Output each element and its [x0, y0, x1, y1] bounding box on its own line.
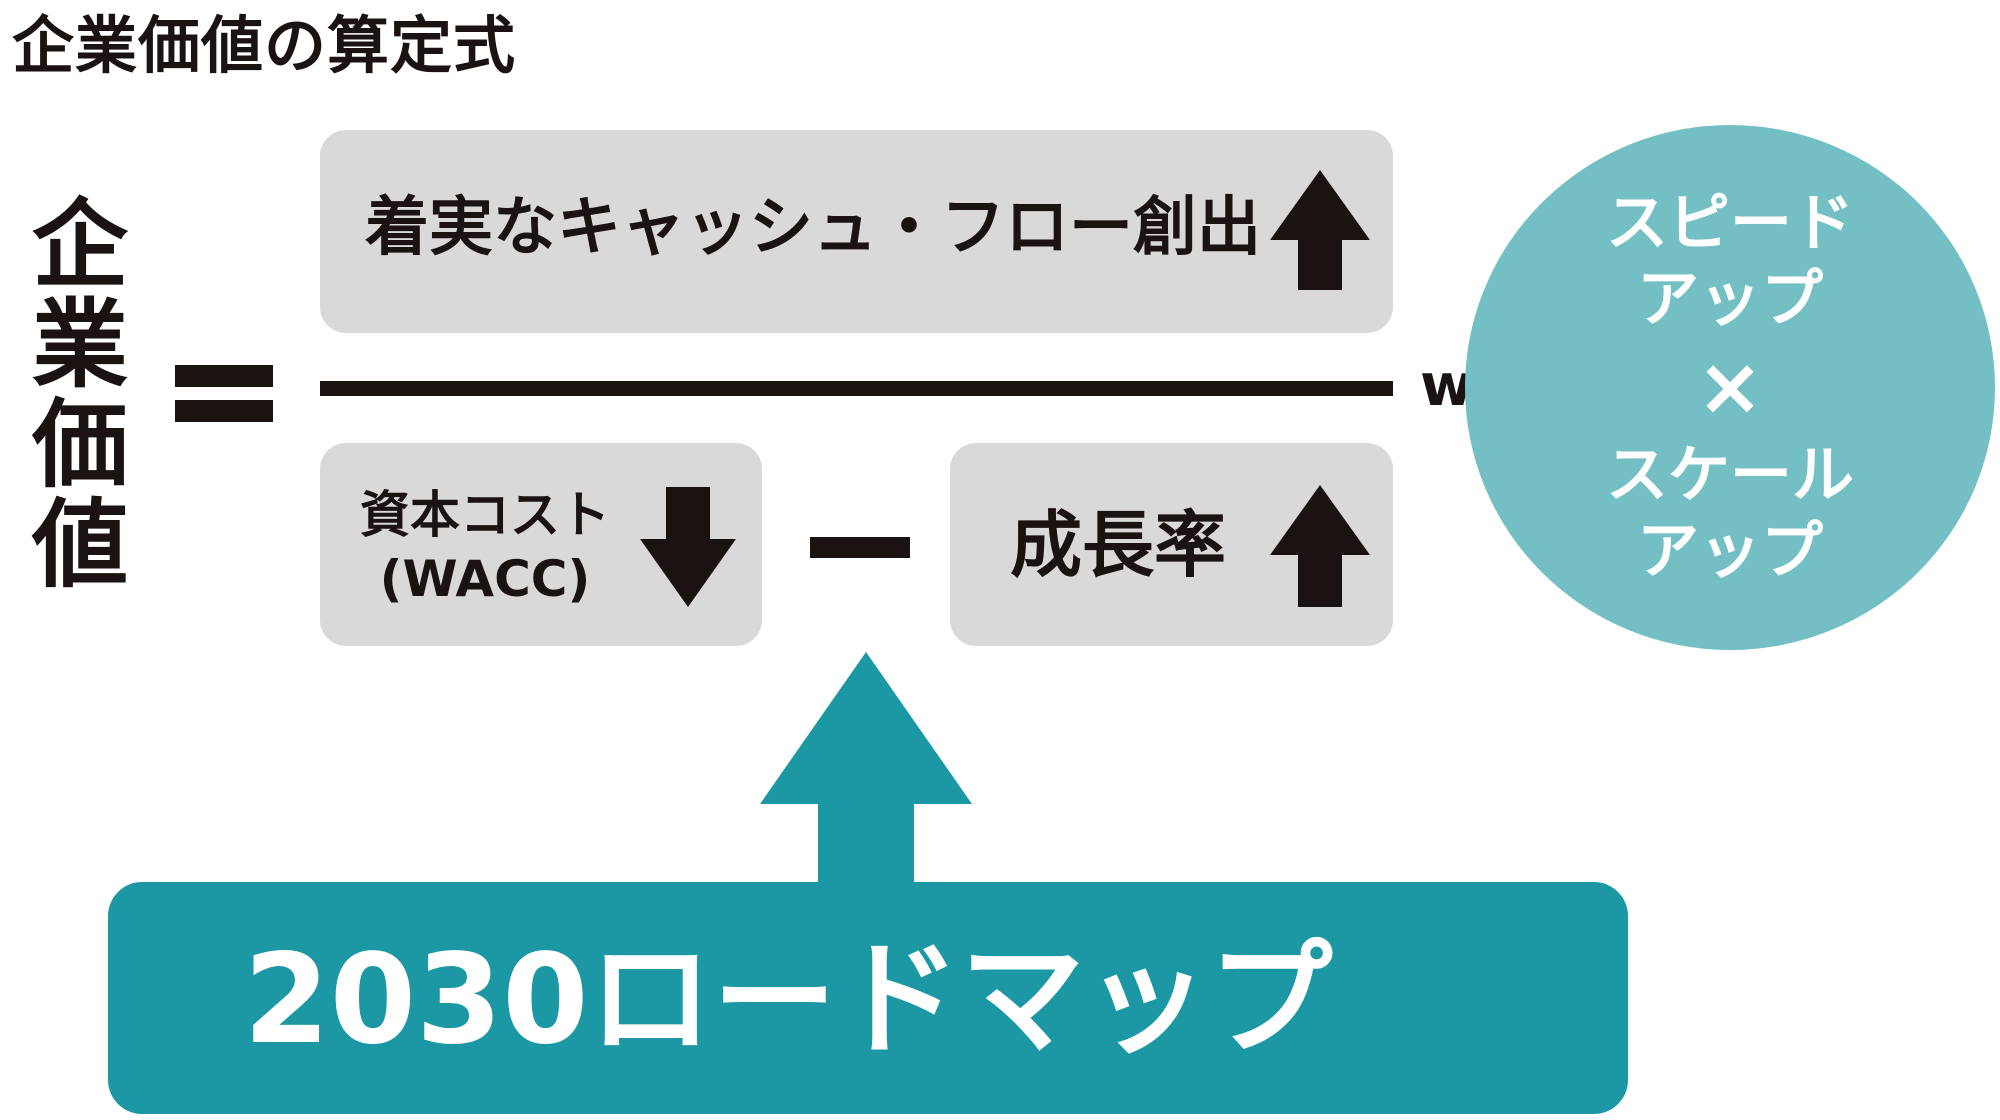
wacc-label: (WACC) — [379, 550, 591, 608]
arrow-up-icon — [1270, 170, 1370, 290]
roadmap-box — [108, 882, 1628, 1114]
numerator-label: 着実なキャッシュ・フロー創出 — [365, 191, 1261, 265]
circle-line-speed: スピード — [1605, 186, 1854, 259]
cost-label: 資本コスト — [360, 486, 610, 544]
arrow-down-icon — [640, 487, 736, 607]
growth-label: 成長率 — [1010, 503, 1227, 587]
roadmap-arrow-up-icon — [760, 652, 972, 884]
circle-line-up-2: アップ — [1636, 514, 1823, 587]
equals-bar-top — [175, 365, 273, 387]
numerator-box: 着実なキャッシュ・フロー創出 — [320, 130, 1393, 333]
circle-line-up-1: アップ — [1636, 262, 1823, 335]
circle-line-scale: スケール — [1605, 438, 1854, 511]
minus-operator — [810, 537, 910, 558]
arrow-up-icon — [1270, 485, 1370, 607]
equals-bar-bottom — [175, 400, 273, 422]
circle-line-times: × — [1696, 340, 1764, 433]
circle-text: スピード アップ × スケール アップ — [1465, 185, 1995, 589]
page-title: 企業価値の算定式 — [12, 9, 517, 82]
growth-rate-box: 成長率 — [950, 443, 1393, 646]
speed-scale-circle — [1465, 125, 1995, 650]
lhs-enterprise-value: 企業価値 — [30, 195, 130, 595]
roadmap-label: 2030ロードマップ — [243, 928, 1333, 1072]
cost-of-capital-box: 資本コスト (WACC) — [320, 443, 762, 646]
lhs-text: 企業価値 — [32, 189, 128, 601]
fraction-line — [320, 381, 1393, 396]
